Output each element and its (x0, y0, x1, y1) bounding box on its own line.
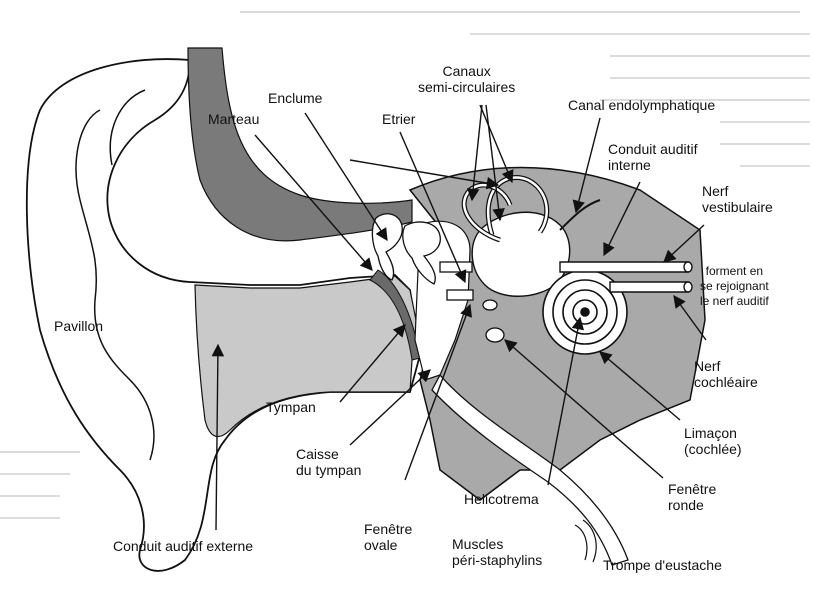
label-caisse-du-tympan: Caisse du tympan (296, 446, 361, 478)
oval-window-shape (483, 300, 497, 310)
label-canal-endolymphatique: Canal endolymphatique (568, 97, 715, 113)
label-pavillon: Pavillon (54, 318, 103, 334)
label-canaux-semi-circulaires: Canaux semi-circulaires (418, 63, 515, 95)
stapes-footplate-shape (447, 290, 473, 300)
label-conduit-auditif-externe: Conduit auditif externe (113, 538, 253, 554)
label-conduit-auditif-interne: Conduit auditif interne (608, 141, 698, 173)
label-etrier: Etrier (382, 111, 415, 127)
label-muscles-peri-staphylins: Muscles péri-staphylins (452, 536, 542, 568)
label-fenetre-ronde: Fenêtre ronde (668, 481, 716, 513)
label-limacon: Limaçon (cochlée) (684, 425, 742, 457)
label-nerf-cochleaire: Nerf cochléaire (694, 358, 758, 390)
label-marteau: Marteau (208, 111, 259, 127)
label-forment-nerf-auditif: forment en se rejoignant le nerf auditif (700, 264, 769, 309)
round-window-shape (486, 328, 504, 342)
dark-tissue-band-shape (188, 48, 412, 241)
label-tympan: Tympan (266, 399, 316, 415)
label-trompe-d-eustache: Trompe d'eustache (603, 557, 722, 573)
label-fenetre-ovale: Fenêtre ovale (364, 521, 412, 553)
label-nerf-vestibulaire: Nerf vestibulaire (702, 183, 773, 215)
stapes-shape (440, 262, 472, 272)
label-helicotrema: Helicotrema (464, 491, 539, 507)
label-enclume: Enclume (268, 90, 322, 106)
